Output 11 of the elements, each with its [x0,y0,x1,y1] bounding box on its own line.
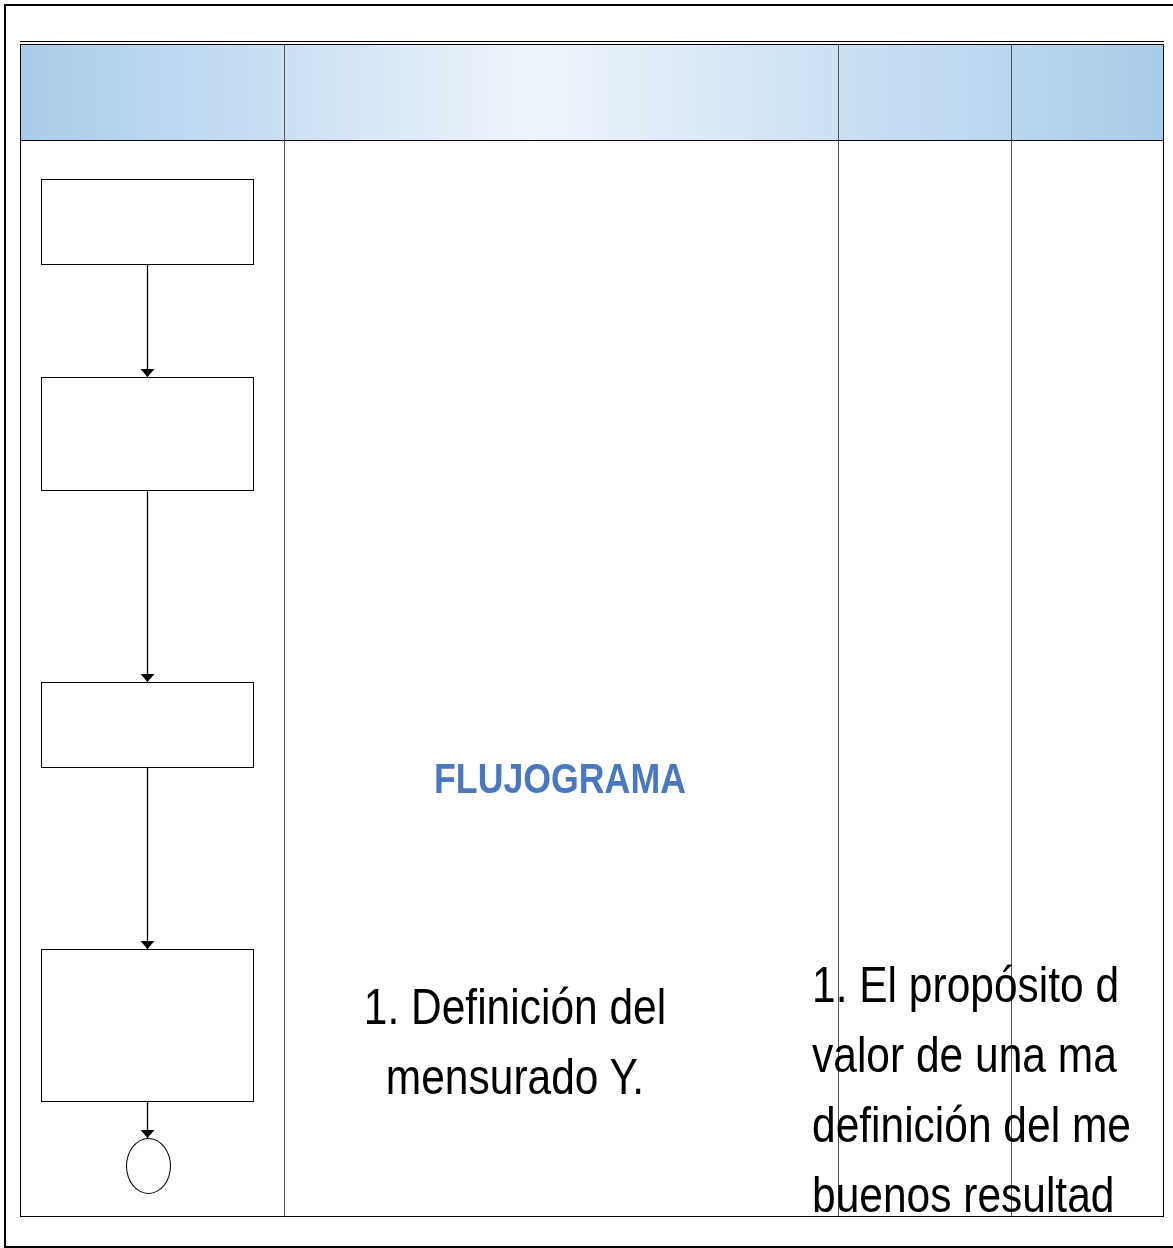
arrow [143,264,152,378]
arrow [143,767,152,950]
process-box [41,377,254,491]
process-box [41,179,254,265]
process-box [41,949,254,1102]
step-title: 1. Definición del mensurado Y. [362,978,668,1107]
arrow [143,1101,152,1139]
process-box [41,682,254,768]
column-heading: FLUJOGRAMA [433,755,687,803]
connector-circle [126,1138,171,1194]
arrow [143,490,152,683]
